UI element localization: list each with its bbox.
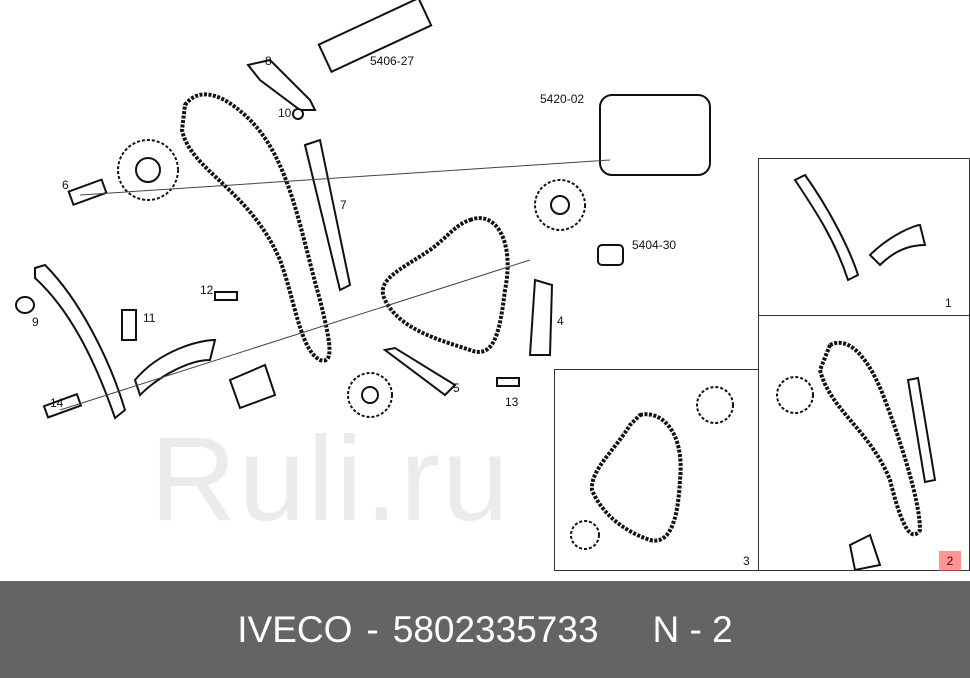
callout-5404-30: 5404-30	[632, 238, 677, 252]
bolt-6	[67, 178, 108, 207]
high-pressure-pump	[599, 94, 711, 176]
inset-label-1: 1	[945, 296, 952, 310]
tensioner-rail-9	[34, 263, 127, 420]
main-timing-chain	[179, 92, 332, 363]
guide-5	[382, 346, 457, 397]
inset-label-2-highlighted: 2	[939, 551, 961, 571]
callout-7: 7	[340, 198, 347, 212]
idler-5404-30	[597, 244, 624, 266]
damper-cone	[228, 363, 277, 410]
callout-5406-27: 5406-27	[370, 54, 415, 68]
inset-label-3: 3	[743, 554, 750, 568]
nut-10	[292, 108, 304, 120]
watermark: Ruli.ru	[150, 412, 511, 546]
separator: -	[366, 609, 379, 650]
guide-7	[303, 138, 352, 292]
callout-11: 11	[143, 311, 156, 325]
callout-14: 14	[50, 396, 64, 410]
plug-9	[15, 296, 35, 314]
tensioner-shoe	[133, 338, 217, 397]
inset-1[interactable]	[758, 158, 970, 316]
bolt-13	[496, 377, 520, 387]
inset2-chain	[817, 341, 923, 537]
callout-12: 12	[200, 283, 214, 297]
plug-11	[121, 309, 137, 341]
camshaft	[317, 0, 433, 74]
pump-chain	[380, 216, 510, 354]
callout-6: 6	[62, 178, 69, 192]
callout-4: 4	[557, 314, 564, 328]
callout-8: 8	[265, 54, 272, 68]
callout-5420-02: 5420-02	[540, 92, 585, 106]
guide-4	[528, 278, 554, 356]
inset-2[interactable]	[758, 315, 970, 571]
bracket-8	[246, 58, 317, 111]
brand-name: IVECO	[237, 609, 353, 650]
callout-10: 10	[278, 106, 292, 120]
callout-5: 5	[453, 381, 460, 395]
callout-9: 9	[32, 315, 39, 329]
inset3-chain	[589, 412, 683, 543]
diagram-position: N - 2	[652, 609, 733, 650]
callout-13: 13	[505, 395, 519, 409]
part-info-footer: IVECO-5802335733 N - 2	[0, 581, 970, 678]
timing-chain-diagram	[15, 0, 937, 572]
inset-3[interactable]	[554, 369, 759, 571]
bolt-12	[214, 291, 238, 301]
bolt-14	[42, 392, 83, 419]
part-number: 5802335733	[392, 609, 599, 650]
